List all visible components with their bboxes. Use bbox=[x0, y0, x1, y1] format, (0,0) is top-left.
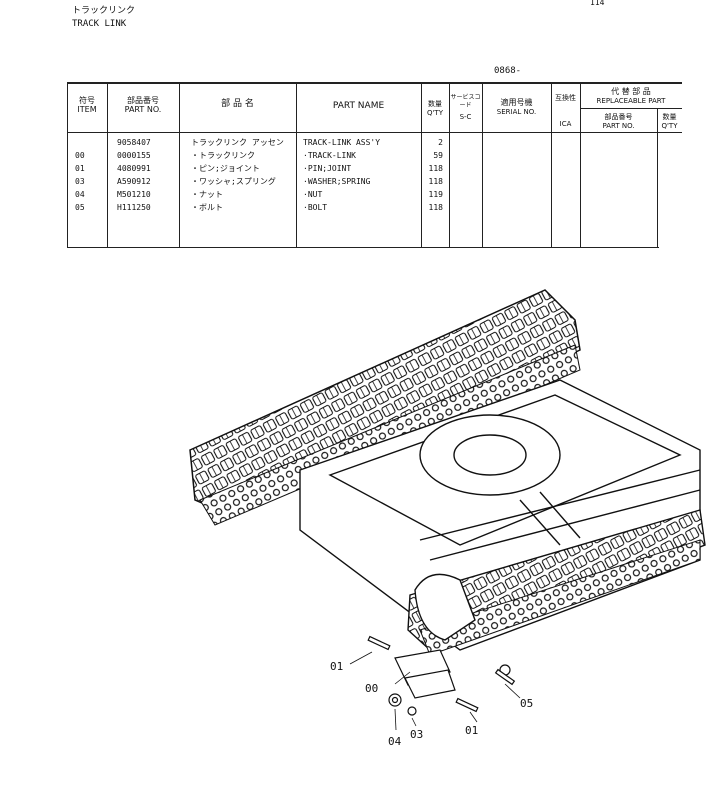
col-divider bbox=[449, 82, 450, 248]
track-upper bbox=[189, 289, 581, 526]
callout-00: 00 bbox=[365, 682, 378, 695]
table-border-top-2 bbox=[67, 83, 682, 84]
row-item: 05 bbox=[75, 203, 85, 212]
track-link-diagram: 01 00 05 01 03 04 bbox=[189, 289, 706, 748]
header-serial-jp: 適用号機 bbox=[500, 98, 533, 107]
header-replaceable-jp: 代 替 部 品 bbox=[611, 87, 651, 96]
col-divider bbox=[482, 82, 483, 248]
header-repl-qty-jp: 数量 bbox=[662, 113, 677, 121]
row-part-no: 4080991 bbox=[117, 164, 151, 173]
header-name-jp: 部 品 名 bbox=[221, 99, 254, 109]
serial-code: 0868- bbox=[494, 66, 522, 76]
table-row: 04 M501210 ・ナット ·NUT 119 bbox=[67, 188, 682, 202]
header-ica: ICA bbox=[559, 120, 572, 128]
row-qty: 118 bbox=[428, 164, 443, 173]
col-divider bbox=[107, 82, 108, 248]
page-number: 114 bbox=[590, 0, 605, 7]
header-ica-jp: 互換性 bbox=[555, 94, 576, 102]
row-name: ·NUT bbox=[303, 190, 323, 199]
link-assembly bbox=[394, 649, 456, 699]
row-name-jp: ・ワッシャ;スプリング bbox=[191, 177, 276, 186]
header-qty-jp: 数量 bbox=[428, 100, 442, 108]
parts-table: 符号 ITEM 部品番号 PART NO. 部 品 名 PART NAME 数量… bbox=[67, 82, 682, 248]
replaceable-divider bbox=[580, 108, 682, 109]
table-row: 9058407 トラックリンク アッセン TRACK-LINK ASS'Y 2 bbox=[67, 136, 682, 150]
header-part-name: PART NAME bbox=[332, 101, 385, 111]
row-qty: 59 bbox=[433, 151, 443, 160]
header-replaceable: REPLACEABLE PART bbox=[596, 97, 666, 105]
row-qty: 118 bbox=[428, 177, 443, 186]
table-border-bottom bbox=[67, 247, 659, 248]
row-name: TRACK-LINK ASS'Y bbox=[303, 138, 381, 147]
col-divider bbox=[657, 108, 658, 248]
spring-washer bbox=[407, 706, 417, 716]
header-repl-part: PART NO. bbox=[602, 122, 635, 130]
callout-04: 04 bbox=[388, 735, 402, 748]
header-repl-part-jp: 部品番号 bbox=[604, 113, 633, 121]
row-item: 01 bbox=[75, 164, 85, 173]
row-name-jp: ・ピン;ジョイント bbox=[191, 164, 260, 173]
row-qty: 118 bbox=[428, 203, 443, 212]
header-serial: SERIAL NO. bbox=[496, 108, 537, 116]
row-part-no: 0000155 bbox=[117, 151, 151, 160]
row-item: 04 bbox=[75, 190, 85, 199]
row-name-jp: トラックリンク アッセン bbox=[191, 138, 284, 147]
col-divider bbox=[179, 82, 180, 248]
row-name-jp: ・トラックリンク bbox=[191, 151, 255, 160]
callout-01: 01 bbox=[330, 660, 343, 673]
row-name: ·TRACK-LINK bbox=[303, 151, 356, 160]
header-service-jp: サービスコード bbox=[450, 94, 481, 109]
header-part-no-jp: 部品番号 bbox=[127, 96, 159, 105]
row-name-jp: ・ナット bbox=[191, 190, 223, 199]
col-divider bbox=[296, 82, 297, 248]
header-divider bbox=[67, 132, 682, 133]
nut-hole bbox=[391, 696, 399, 704]
table-row: 03 A590912 ・ワッシャ;スプリング ·WASHER;SPRING 11… bbox=[67, 175, 682, 189]
row-name-jp: ・ボルト bbox=[191, 203, 223, 212]
callout-01-lower: 01 bbox=[465, 724, 478, 737]
header-part-no: PART NO. bbox=[124, 105, 162, 114]
row-item: 00 bbox=[75, 151, 85, 160]
section-title: TRACK LINK bbox=[72, 19, 127, 29]
header-item: ITEM bbox=[77, 105, 97, 114]
callout-05: 05 bbox=[520, 697, 533, 710]
callout-03: 03 bbox=[410, 728, 423, 741]
row-qty: 2 bbox=[438, 138, 443, 147]
table-row: 00 0000155 ・トラックリンク ·TRACK-LINK 59 bbox=[67, 149, 682, 163]
col-divider bbox=[580, 82, 581, 248]
header-repl-qty: Q'TY bbox=[661, 122, 678, 130]
table-row: 01 4080991 ・ピン;ジョイント ·PIN;JOINT 118 bbox=[67, 162, 682, 176]
table-border-top bbox=[67, 82, 682, 83]
header-qty: Q'TY bbox=[427, 109, 443, 117]
row-item: 03 bbox=[75, 177, 85, 186]
row-part-no: 9058407 bbox=[117, 138, 151, 147]
row-part-no: M501210 bbox=[117, 190, 151, 199]
header-item-jp: 符号 bbox=[79, 96, 95, 105]
exploded-parts bbox=[367, 635, 516, 716]
col-divider bbox=[551, 82, 552, 248]
header-service: S-C bbox=[459, 113, 472, 121]
section-title-jp: トラックリンク bbox=[72, 6, 136, 16]
row-part-no: A590912 bbox=[117, 177, 151, 186]
joint-pin-lower bbox=[455, 697, 479, 713]
table-row: 05 H111250 ・ボルト ·BOLT 118 bbox=[67, 201, 682, 215]
row-name: ·PIN;JOINT bbox=[303, 164, 352, 173]
col-divider bbox=[421, 82, 422, 248]
track-lower bbox=[407, 509, 706, 656]
row-qty: 119 bbox=[428, 190, 443, 199]
row-part-no: H111250 bbox=[117, 203, 151, 212]
col-divider bbox=[67, 82, 68, 248]
leader-lines bbox=[349, 651, 521, 731]
bolt bbox=[494, 664, 516, 686]
joint-pin-upper bbox=[367, 635, 391, 651]
row-name: ·WASHER;SPRING bbox=[303, 177, 371, 186]
row-name: ·BOLT bbox=[303, 203, 328, 212]
